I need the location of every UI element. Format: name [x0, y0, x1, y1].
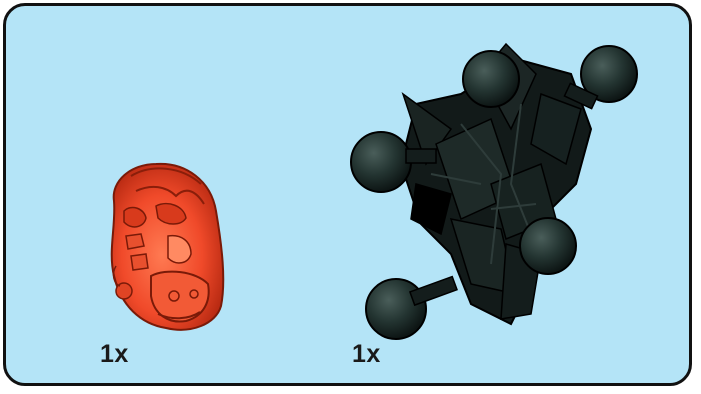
black-part-quantity: 1x — [352, 340, 381, 369]
black-armor-ball-joint-part-icon — [341, 34, 651, 344]
parts-callout-panel: 1x — [3, 3, 692, 386]
red-part-quantity: 1x — [100, 340, 129, 369]
red-mask-part-icon — [96, 156, 236, 346]
